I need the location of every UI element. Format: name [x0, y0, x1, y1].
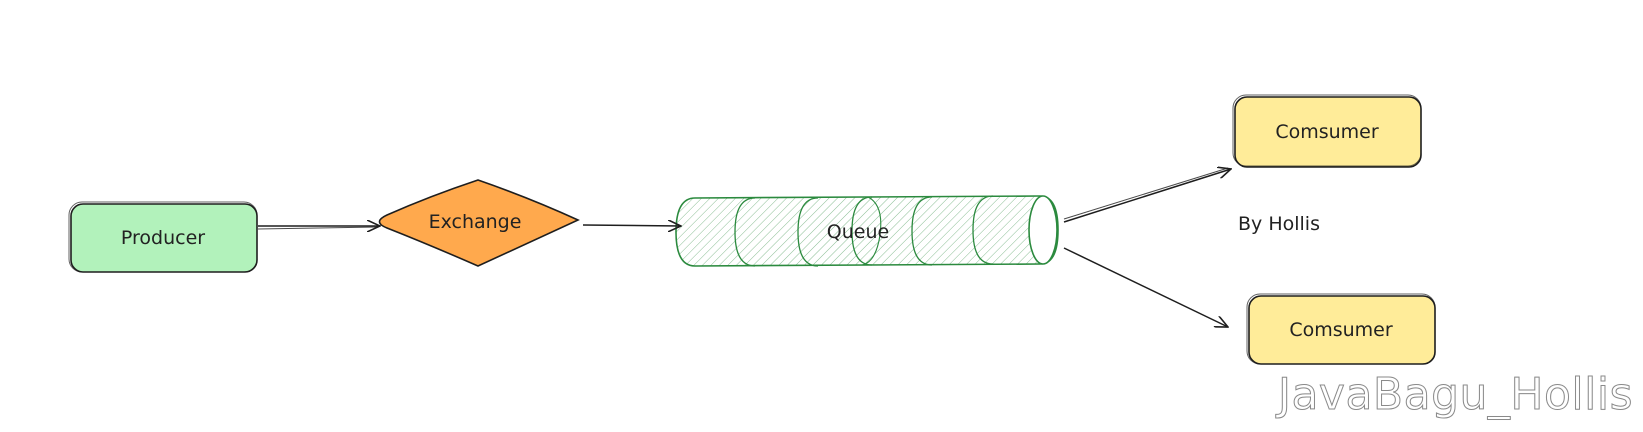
producer-node[interactable]	[68, 201, 258, 273]
consumer-bottom-node[interactable]	[1246, 293, 1436, 365]
queue-label: Queue	[826, 221, 890, 243]
edge-queue-consumer-bottom	[1063, 247, 1228, 327]
consumer-top-label: Comsumer	[1275, 121, 1379, 143]
consumer-bottom-label: Comsumer	[1289, 319, 1393, 341]
queue-node[interactable]	[675, 195, 1059, 267]
author-annotation: By Hollis	[1238, 213, 1320, 235]
exchange-label: Exchange	[428, 211, 522, 233]
exchange-node[interactable]	[378, 179, 580, 267]
edge-exchange-queue	[582, 225, 681, 226]
producer-label: Producer	[120, 227, 206, 249]
edge-queue-consumer-top	[1063, 168, 1231, 223]
edge-producer-exchange	[257, 226, 380, 229]
consumer-top-node[interactable]	[1232, 94, 1422, 168]
watermark: JavaBagu_Hollis	[1277, 369, 1633, 421]
